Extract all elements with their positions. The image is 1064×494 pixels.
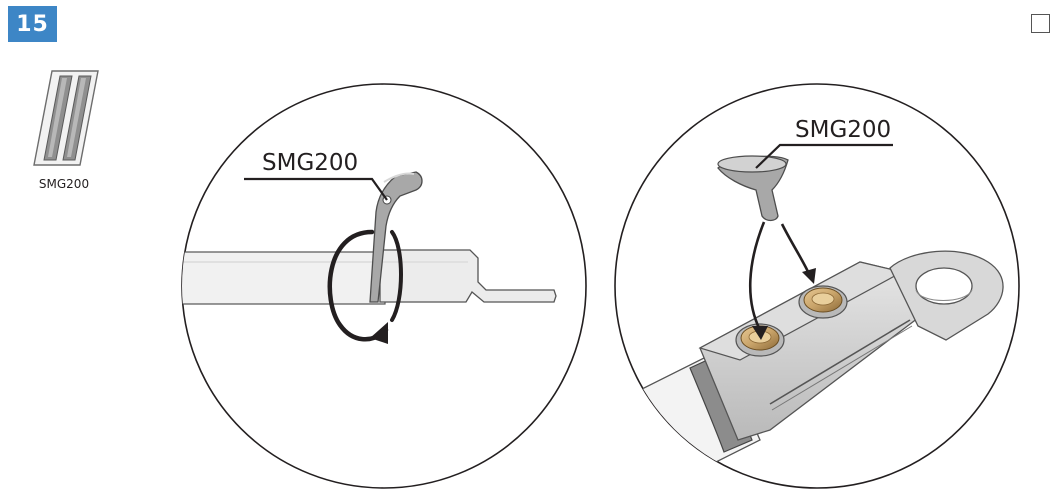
right-detail-circle: [614, 83, 1020, 489]
smg200-tool-icon: [33, 70, 99, 166]
right-callout-label: SMG200: [795, 117, 891, 143]
left-callout-label: SMG200: [262, 150, 358, 176]
step-complete-checkbox[interactable]: [1031, 14, 1050, 33]
left-detail-circle: [181, 83, 587, 489]
tool-label: SMG200: [39, 177, 89, 191]
step-number-badge: 15: [8, 6, 57, 42]
